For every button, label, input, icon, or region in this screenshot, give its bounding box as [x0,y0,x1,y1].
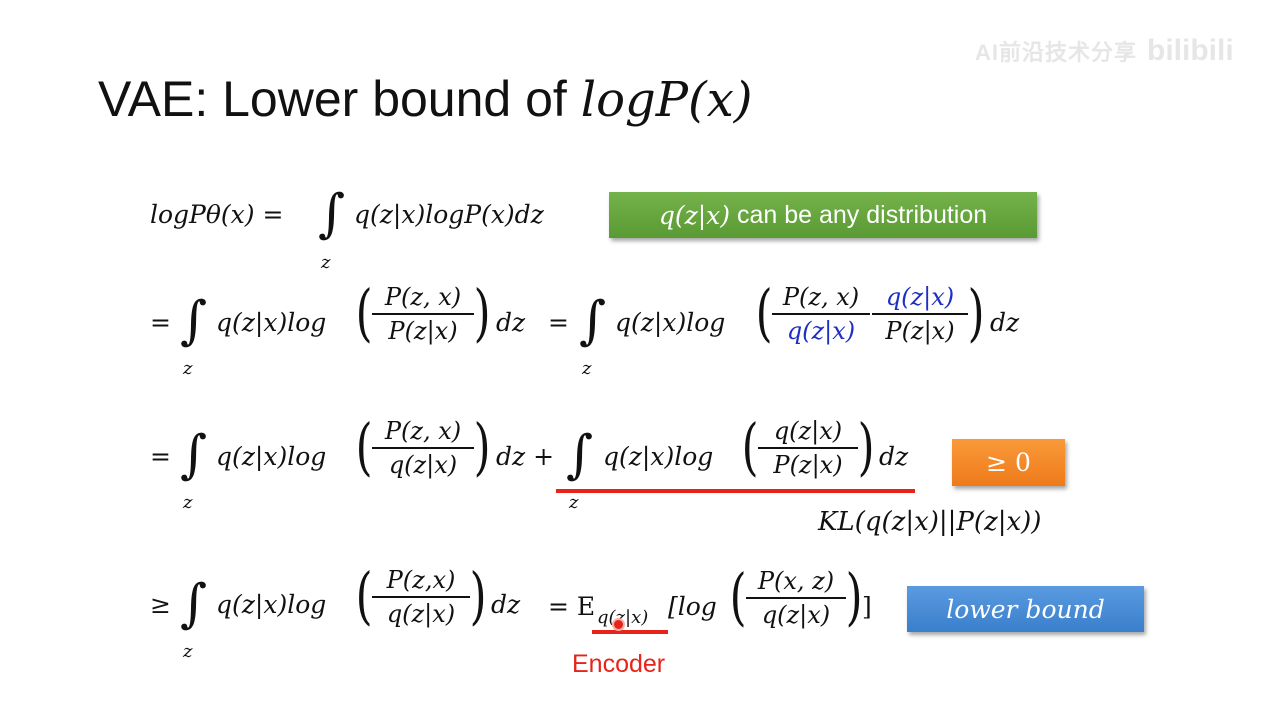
eq2-num2a: P(z, x) [782,283,860,311]
eq4-ge-sign: ≥ [150,590,171,619]
watermark-text: AI前沿技术分享 [975,40,1138,65]
kl-divergence: KL(q(z|x)||P(z|x)) [818,507,1042,537]
eq2-num: P(z, x) [384,283,462,311]
eq2-paren-open: ( [355,276,373,349]
eq2-paren2-close: ) [967,276,985,349]
eq4-dz: dz [491,590,521,619]
eq2-den2a: q(z|x) [786,317,856,345]
eq4-num2: P(x, z) [757,567,835,595]
eq4-frac-bar [372,596,470,598]
eq3-integral-sign2: ∫ [566,425,594,485]
eq1-lhs: logPθ(x) = [150,200,284,229]
eq3-eq-sign: = [150,442,171,471]
eq4-int-sub: z [183,641,193,662]
eq4-expectation: = E [548,592,596,621]
eq2-body: q(z|x)log [216,308,327,337]
eq3-frac-bar [372,447,474,449]
pointer-dot [612,618,625,631]
eq1-body: q(z|x)logP(x)dz [354,200,544,229]
nonnegative-box: ≥ 0 [952,439,1065,486]
eq1-integral-sign: ∫ [318,184,346,244]
encoder-label: Encoder [572,650,666,678]
eq2-paren2-open: ( [755,276,773,349]
kl-underline [556,489,915,493]
eq2-dz2: dz [990,308,1020,337]
eq3-den2: P(z|x) [773,451,843,479]
eq3-frac-bar2 [758,447,858,449]
eq3-int-sub2: z [569,492,579,513]
eq2-eq-sign: = [150,308,171,337]
eq4-body: q(z|x)log [216,590,327,619]
eq3-num: P(z, x) [384,417,462,445]
eq3-integral-sign: ∫ [180,425,208,485]
lower-bound-box: lower bound [907,586,1144,632]
orange-box-text: ≥ 0 [986,448,1031,477]
eq2-den: P(z|x) [388,317,458,345]
eq3-dz2: dz [879,442,909,471]
eq3-paren-open: ( [355,410,373,483]
eq2-frac-bar2a [772,313,870,315]
eq3-paren-close: ) [473,410,491,483]
eq4-paren-close: ) [469,559,487,632]
eq3-paren2-open: ( [741,410,759,483]
eq4-bracket-close: ] [862,592,872,621]
eq2-dz: dz [496,308,526,337]
watermark: AI前沿技术分享 bilibili [975,34,1234,68]
eq2-den2b: P(z|x) [885,317,955,345]
eq4-fraction2: P(x, z) q(z|x) [746,567,846,629]
eq2-paren-close: ) [473,276,491,349]
eq2-integral-sign: ∫ [180,291,208,351]
eq4-bracket-open: [log [668,592,717,621]
eq2-num2b: q(z|x) [885,283,955,311]
eq3-paren2-close: ) [857,410,875,483]
eq2-eq-sign2: = [548,308,569,337]
eq4-fraction: P(z,x) q(z|x) [372,566,470,628]
eq4-paren2-open: ( [729,560,747,633]
eq3-body: q(z|x)log [216,442,327,471]
eq2-int-sub2: z [582,358,592,379]
eq4-integral-sign: ∫ [180,574,208,634]
eq4-expectation-sub: q(z|x) [597,607,649,628]
eq2-fraction: P(z, x) P(z|x) [372,283,474,345]
eq2-fraction2a: P(z, x) q(z|x) [772,283,870,345]
eq3-dz: dz + [496,442,555,471]
title-math: logP(x) [580,72,753,128]
encoder-underline [592,630,668,634]
eq4-frac-bar2 [746,597,846,599]
green-box-math: q(z|x) [658,200,731,230]
any-distribution-box: q(z|x) can be any distribution [609,192,1037,238]
eq1-int-sub: z [321,252,331,273]
blue-box-text: lower bound [946,594,1105,624]
eq4-den2: q(z|x) [761,601,831,629]
eq2-int-sub: z [183,358,193,379]
eq2-frac-bar2b [872,313,968,315]
eq2-integral-sign2: ∫ [579,291,607,351]
eq3-num2: q(z|x) [773,417,843,445]
eq2-frac-bar [372,313,474,315]
eq3-fraction: P(z, x) q(z|x) [372,417,474,479]
green-box-text: can be any distribution [730,200,988,229]
eq3-fraction2: q(z|x) P(z|x) [758,417,858,479]
eq3-body2: q(z|x)log [603,442,714,471]
eq4-paren2-close: ) [845,560,863,633]
eq2-body2: q(z|x)log [615,308,726,337]
eq4-den: q(z|x) [386,600,456,628]
eq3-den: q(z|x) [388,451,458,479]
slide-title: VAE: Lower bound of logP(x) [98,70,753,128]
title-prefix: VAE: Lower bound of [98,71,581,127]
eq4-paren-open: ( [355,559,373,632]
eq2-fraction2b: q(z|x) P(z|x) [872,283,968,345]
eq3-int-sub: z [183,492,193,513]
bilibili-logo: bilibili [1147,34,1234,67]
eq4-num: P(z,x) [386,566,456,594]
